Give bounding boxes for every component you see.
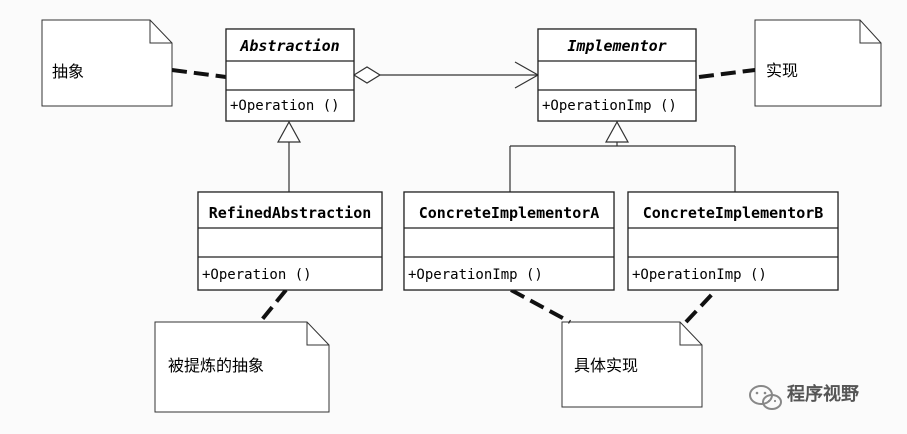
class-concrete-implementor-a: ConcreteImplementorA +OperationImp () [403, 191, 615, 291]
class-refined-abstraction-method: +Operation () [202, 267, 312, 283]
note-concrete-implementation: 具体实现 [561, 321, 703, 408]
note-concrete-implementation-text: 具体实现 [574, 356, 638, 375]
class-concrete-implementor-b-method: +OperationImp () [632, 267, 767, 283]
note-refined-abstraction-text: 被提炼的抽象 [168, 356, 264, 375]
class-abstraction: Abstraction +Operation () [225, 28, 355, 122]
wechat-icon [749, 385, 782, 410]
class-abstraction-method: +Operation () [230, 98, 340, 114]
class-concrete-implementor-b-name: ConcreteImplementorB [643, 204, 824, 222]
watermark: 程序视野 [749, 383, 859, 410]
class-refined-abstraction: RefinedAbstraction +Operation () [197, 191, 383, 291]
class-concrete-implementor-a-name: ConcreteImplementorA [419, 204, 600, 222]
class-concrete-implementor-b: ConcreteImplementorB +OperationImp () [627, 191, 839, 291]
note-connectors [171, 68, 756, 324]
inheritance-arrow-abstraction [276, 120, 302, 143]
note-refined-abstraction: 被提炼的抽象 [154, 321, 330, 413]
watermark-text: 程序视野 [787, 383, 859, 405]
note-implementor-text: 实现 [766, 61, 798, 80]
note-abstraction: 抽象 [41, 19, 173, 107]
inheritance-arrow-implementor [604, 120, 630, 143]
class-concrete-implementor-a-method: +OperationImp () [408, 267, 543, 283]
aggregation-diamond [352, 66, 382, 84]
note-abstraction-text: 抽象 [52, 62, 84, 81]
note-implementor: 实现 [754, 19, 882, 107]
class-refined-abstraction-name: RefinedAbstraction [209, 204, 372, 222]
class-abstraction-name: Abstraction [239, 37, 339, 55]
relationship-lines [288, 61, 736, 192]
class-implementor-name: Implementor [567, 37, 666, 55]
class-implementor: Implementor +OperationImp () [537, 28, 697, 122]
class-implementor-method: +OperationImp () [542, 98, 677, 114]
